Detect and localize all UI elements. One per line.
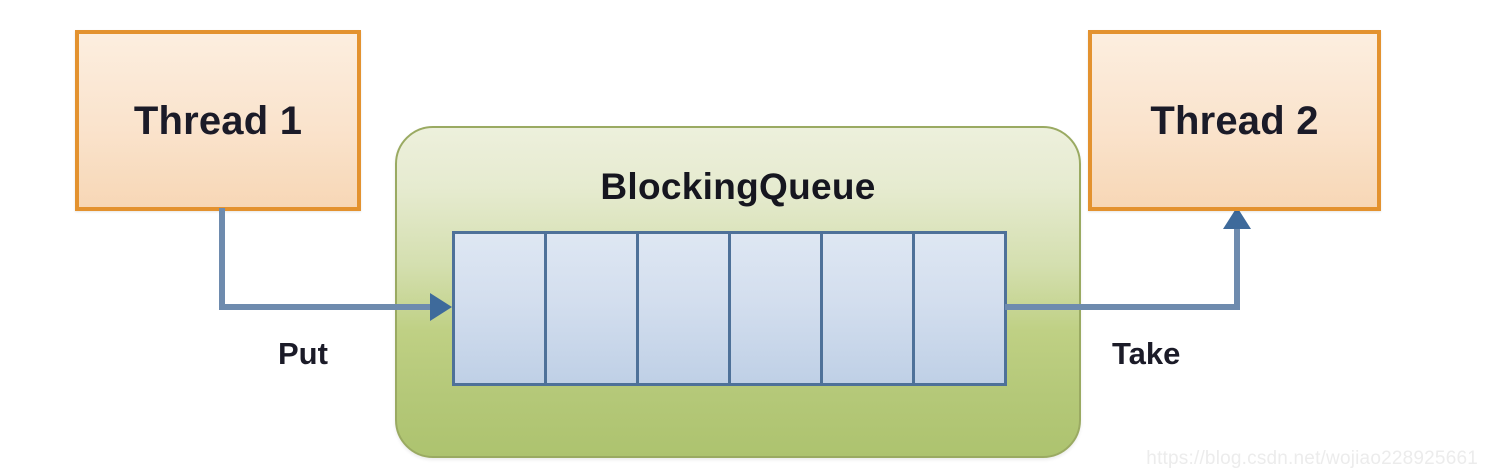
thread-1-box: Thread 1 — [75, 30, 361, 211]
take-edge-label: Take — [1112, 336, 1181, 371]
take-arrowhead-icon — [1223, 207, 1251, 229]
thread-2-box: Thread 2 — [1088, 30, 1381, 211]
queue-cells — [452, 231, 1007, 386]
queue-cell — [455, 234, 547, 383]
thread-1-label: Thread 1 — [133, 98, 303, 143]
take-connector-vertical-segment — [1234, 226, 1240, 310]
blocking-queue-title: BlockingQueue — [600, 166, 876, 207]
queue-cell — [915, 234, 1004, 383]
put-edge-label: Put — [278, 336, 328, 371]
queue-cell — [547, 234, 639, 383]
watermark-text: https://blog.csdn.net/wojiao228925661 — [1146, 448, 1478, 469]
thread-2-label: Thread 2 — [1150, 98, 1319, 143]
queue-cell — [731, 234, 823, 383]
put-arrowhead-icon — [430, 293, 452, 321]
take-connector-horizontal-segment — [1005, 304, 1240, 310]
put-connector-vertical-segment — [219, 208, 225, 310]
queue-cell — [823, 234, 915, 383]
queue-cell — [639, 234, 731, 383]
put-connector-horizontal-segment — [219, 304, 434, 310]
